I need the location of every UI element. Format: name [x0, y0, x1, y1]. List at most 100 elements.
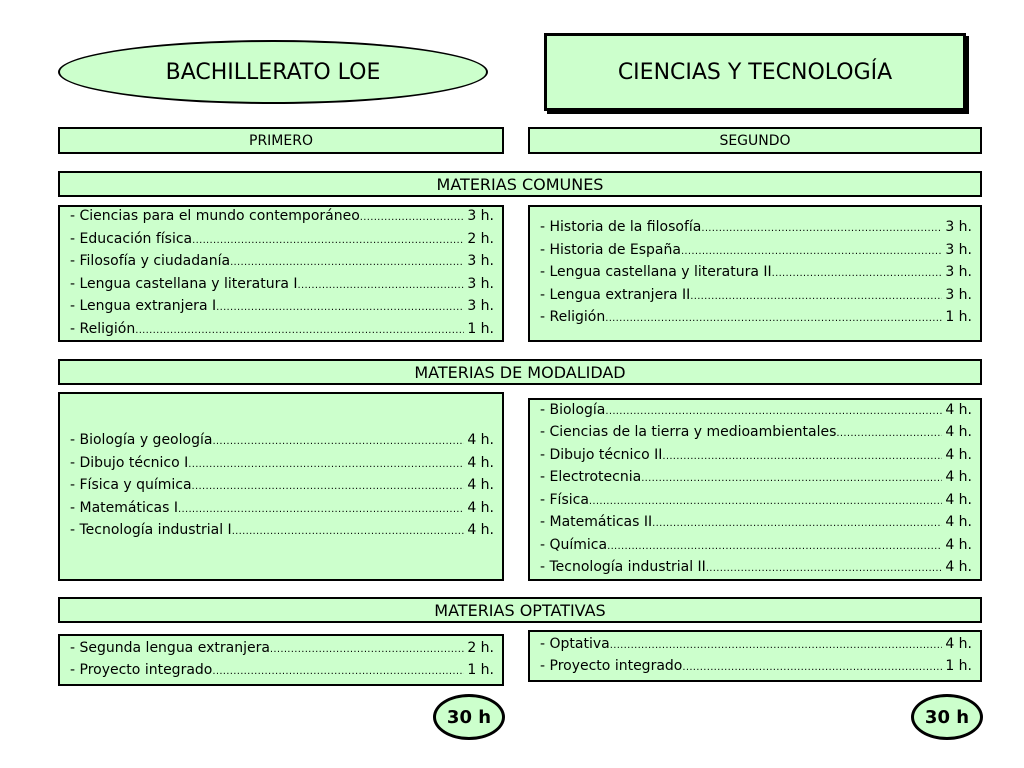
subject-hours: 3 h.	[945, 286, 972, 303]
dot-leader	[662, 447, 942, 468]
subject-name: - Educación física	[70, 230, 193, 247]
dot-leader	[836, 424, 942, 445]
total-hours-first: 30 h	[433, 694, 505, 740]
section-title-modalidad: MATERIAS DE MODALIDAD	[58, 359, 982, 385]
subject-name: - Matemáticas I	[70, 499, 179, 516]
column-head-second-label: SEGUNDO	[719, 132, 791, 149]
subject-row: - Lengua castellana y literatura II3 h.	[540, 262, 972, 285]
dot-leader	[216, 298, 464, 319]
subject-row: - Religión 1 h.	[70, 319, 494, 342]
section-title-optativas-label: MATERIAS OPTATIVAS	[434, 600, 606, 620]
subject-name: - Ciencias de la tierra y medioambiental…	[540, 424, 837, 440]
subject-hours: 4 h.	[945, 635, 972, 652]
subject-hours: 3 h.	[467, 208, 494, 224]
dot-leader	[270, 640, 464, 661]
subject-hours: 4 h.	[467, 454, 494, 471]
dot-leader	[298, 276, 465, 297]
dot-leader	[212, 432, 464, 453]
subject-name: - Física y química	[70, 477, 192, 494]
subject-hours: 3 h.	[467, 275, 494, 292]
dot-leader	[610, 636, 943, 657]
subject-hours: 4 h.	[467, 499, 494, 516]
subject-hours: 1 h.	[467, 320, 494, 337]
subject-name: - Optativa	[540, 635, 610, 652]
subject-row: - Proyecto integrado1 h.	[70, 660, 494, 683]
subject-name: - Historia de España	[540, 241, 681, 258]
subject-hours: 4 h.	[467, 477, 494, 494]
list-comunes-second: - Historia de la filosofía3 h.- Historia…	[528, 205, 982, 342]
subject-name: - Biología	[540, 401, 606, 418]
dot-leader	[607, 537, 942, 558]
subject-row: - Ciencias para el mundo contemporáneo 3 …	[70, 206, 494, 229]
subject-name: - Electrotecnia	[540, 469, 642, 485]
subject-row: - Física4 h.	[540, 490, 972, 513]
subject-name: - Dibujo técnico II	[540, 446, 663, 463]
modality-title: CIENCIAS Y TECNOLOGÍA	[617, 59, 893, 85]
subject-hours: 1 h.	[945, 309, 972, 326]
subject-name: - Tecnología industrial I	[70, 522, 232, 539]
subject-name: - Religión	[540, 309, 606, 326]
subject-hours: 4 h.	[945, 514, 972, 530]
dot-leader	[681, 242, 942, 263]
subject-hours: 1 h.	[467, 662, 494, 678]
list-modalidad-second: - Biología 4 h. - Ciencias de la tierra y …	[528, 398, 982, 581]
dot-leader	[641, 469, 942, 490]
list-optativas-first: - Segunda lengua extranjera2 h.- Proyect…	[58, 634, 504, 686]
dot-leader	[682, 658, 942, 679]
subject-name: - Biología y geología	[70, 432, 213, 449]
subject-name: - Historia de la filosofía	[540, 219, 702, 236]
subject-row: - Segunda lengua extranjera2 h.	[70, 638, 494, 661]
dot-leader	[772, 264, 943, 285]
subject-hours: 3 h.	[945, 264, 972, 281]
dot-leader	[360, 208, 465, 229]
subject-name: - Ciencias para el mundo contemporáneo	[70, 208, 360, 224]
subject-hours: 3 h.	[467, 298, 494, 314]
subject-row: - Proyecto integrado 1 h.	[540, 656, 972, 679]
subject-hours: 2 h.	[467, 230, 494, 247]
subject-row: - Lengua castellana y literatura I 3 h.	[70, 274, 494, 297]
dot-leader	[706, 559, 943, 580]
subject-row: - Historia de la filosofía 3 h.	[540, 217, 972, 240]
subject-hours: 4 h.	[945, 446, 972, 463]
modality-title-box: CIENCIAS Y TECNOLOGÍA	[544, 33, 966, 111]
program-title-oval: BACHILLERATO LOE	[58, 40, 488, 104]
subject-hours: 4 h.	[467, 522, 494, 539]
subject-row: - Lengua extranjera I3 h.	[70, 296, 494, 319]
dot-leader	[690, 287, 942, 308]
subject-row: - Religión 1 h.	[540, 307, 972, 330]
subject-name: - Física	[540, 491, 589, 508]
subject-row: - Optativa 4 h.	[540, 634, 972, 657]
subject-hours: 3 h.	[467, 253, 494, 269]
dot-leader	[178, 500, 464, 521]
dot-leader	[212, 662, 464, 683]
total-hours-second-label: 30 h	[924, 706, 970, 728]
subject-hours: 1 h.	[945, 658, 972, 674]
dot-leader	[135, 321, 464, 342]
subject-row: - Filosofía y ciudadanía 3 h.	[70, 251, 494, 274]
subject-name: - Tecnología industrial II	[540, 559, 706, 575]
subject-hours: 4 h.	[945, 424, 972, 440]
subject-row: - Educación física 2 h.	[70, 229, 494, 252]
dot-leader	[188, 455, 464, 476]
subject-row: - Electrotecnia4 h.	[540, 467, 972, 490]
subject-row: - Biología y geología4 h.	[70, 430, 494, 453]
subject-hours: 4 h.	[945, 536, 972, 553]
subject-row: - Tecnología industrial II4 h.	[540, 557, 972, 580]
subject-name: - Matemáticas II	[540, 514, 653, 530]
subject-name: - Filosofía y ciudadanía	[70, 253, 231, 269]
subject-name: - Religión	[70, 320, 136, 337]
subject-row: - Lengua extranjera II3 h.	[540, 285, 972, 308]
subject-row: - Química 4 h.	[540, 535, 972, 558]
subject-name: - Proyecto integrado	[540, 658, 683, 674]
subject-name: - Química	[540, 536, 608, 553]
subject-hours: 2 h.	[467, 639, 494, 656]
subject-hours: 3 h.	[945, 219, 972, 236]
dot-leader	[605, 309, 942, 330]
program-title: BACHILLERATO LOE	[165, 59, 381, 85]
list-optativas-second: - Optativa 4 h. - Proyecto integrado 1 h.	[528, 630, 982, 682]
subject-hours: 3 h.	[945, 241, 972, 258]
subject-name: - Lengua castellana y literatura I	[70, 275, 298, 292]
subject-row: - Matemáticas II 4 h.	[540, 512, 972, 535]
subject-row: - Dibujo técnico II 4 h.	[540, 445, 972, 468]
subject-hours: 4 h.	[945, 401, 972, 418]
